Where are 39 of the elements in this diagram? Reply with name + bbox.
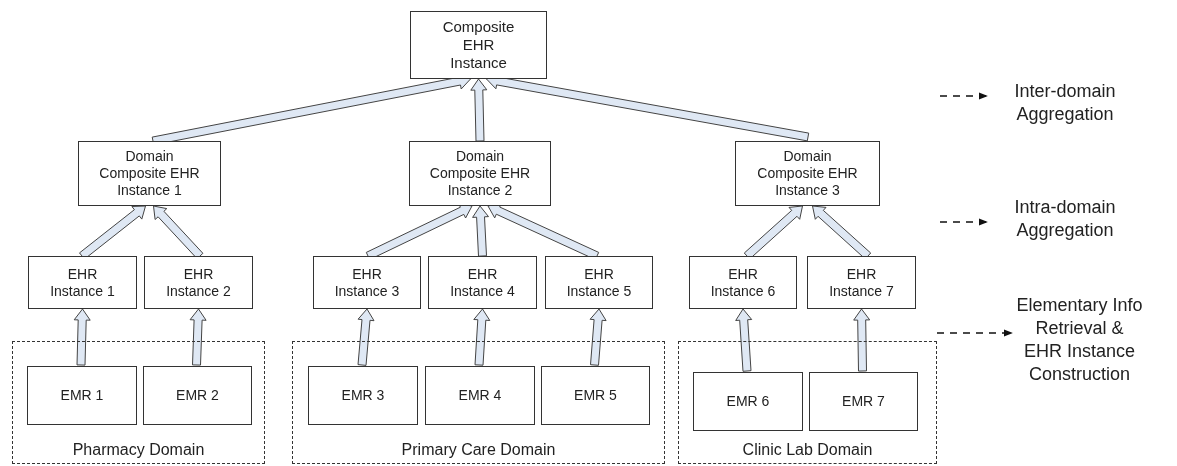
process-box: Domain Composite EHR Instance 3 — [735, 141, 880, 206]
block-arrow — [470, 78, 488, 142]
process-box: EHR Instance 4 — [428, 256, 537, 309]
dashed-arrow — [936, 329, 1013, 337]
process-box: Domain Composite EHR Instance 2 — [409, 141, 551, 206]
block-arrow — [189, 308, 207, 366]
block-arrow — [73, 308, 91, 366]
process-box: Composite EHR Instance — [410, 11, 547, 79]
process-box: EMR 6 — [693, 372, 803, 431]
domain-group — [678, 341, 937, 464]
block-arrow — [735, 308, 753, 372]
process-box: EHR Instance 7 — [807, 256, 916, 309]
process-box: EHR Instance 5 — [545, 256, 653, 309]
process-box: EMR 5 — [541, 366, 650, 425]
process-box: EMR 3 — [308, 366, 418, 425]
process-box: EMR 4 — [425, 366, 535, 425]
process-box: EHR Instance 6 — [689, 256, 797, 309]
domain-group — [12, 341, 265, 464]
domain-label: Pharmacy Domain — [72, 441, 205, 459]
block-arrow — [853, 308, 871, 372]
process-box: EMR 7 — [809, 372, 918, 431]
process-box: EMR 1 — [27, 366, 137, 425]
domain-label: Primary Care Domain — [401, 441, 556, 459]
process-box: EHR Instance 1 — [28, 256, 137, 309]
dashed-arrow — [939, 92, 988, 100]
block-arrow — [472, 205, 489, 257]
block-arrow — [589, 308, 607, 366]
stage-label: Elementary Info Retrieval & EHR Instance Construction — [1015, 285, 1144, 395]
stage-label: Inter-domain Aggregation — [990, 78, 1140, 128]
block-arrow — [357, 308, 375, 366]
domain-group — [292, 341, 665, 464]
stage-label: Intra-domain Aggregation — [990, 194, 1140, 244]
process-box: EHR Instance 3 — [313, 256, 421, 309]
process-box: EMR 2 — [143, 366, 252, 425]
block-arrow — [473, 308, 491, 366]
process-box: Domain Composite EHR Instance 1 — [78, 141, 221, 206]
process-box: EHR Instance 2 — [144, 256, 253, 309]
dashed-arrow — [939, 218, 988, 226]
domain-label: Clinic Lab Domain — [742, 441, 873, 459]
